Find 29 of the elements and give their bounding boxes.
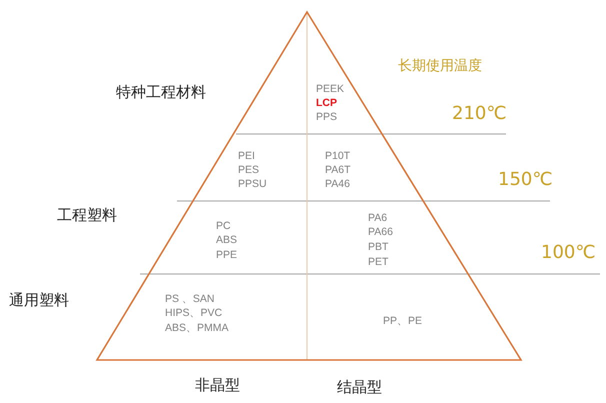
material-label: LCP xyxy=(316,97,337,110)
category-label: 通用塑料 xyxy=(9,292,69,310)
category-label: 工程塑料 xyxy=(57,207,117,224)
material-label: PEI xyxy=(238,150,255,162)
material-label: PA6 xyxy=(368,212,388,224)
material-label: PC xyxy=(216,220,231,232)
material-label: PPS xyxy=(316,111,338,124)
temperature-label: 100℃ xyxy=(541,243,596,264)
temperature-label: 150℃ xyxy=(498,170,553,191)
material-label: PPE xyxy=(216,249,238,262)
material-label: P10T xyxy=(325,150,350,162)
category-label: 特种工程材料 xyxy=(116,84,206,102)
material-label: PES xyxy=(238,164,260,176)
material-label: PPSU xyxy=(238,178,267,190)
material-label: PEEK xyxy=(316,83,344,96)
material-label: PBT xyxy=(368,241,388,254)
material-label: ABS xyxy=(216,234,238,246)
material-label: PA66 xyxy=(368,226,393,238)
material-label: ABS、PMMA xyxy=(165,322,229,334)
category-label: 非晶型 xyxy=(195,377,240,394)
material-label: PA6T xyxy=(325,164,350,176)
material-label: PA46 xyxy=(325,178,350,190)
axis-title: 长期使用温度 xyxy=(398,58,482,74)
material-label: PET xyxy=(368,256,388,268)
material-label: PS 、SAN xyxy=(165,293,215,306)
temperature-label: 210℃ xyxy=(452,104,507,125)
material-label: PP、PE xyxy=(383,315,422,328)
material-label: HIPS、PVC xyxy=(165,307,222,320)
category-label: 结晶型 xyxy=(337,379,382,396)
